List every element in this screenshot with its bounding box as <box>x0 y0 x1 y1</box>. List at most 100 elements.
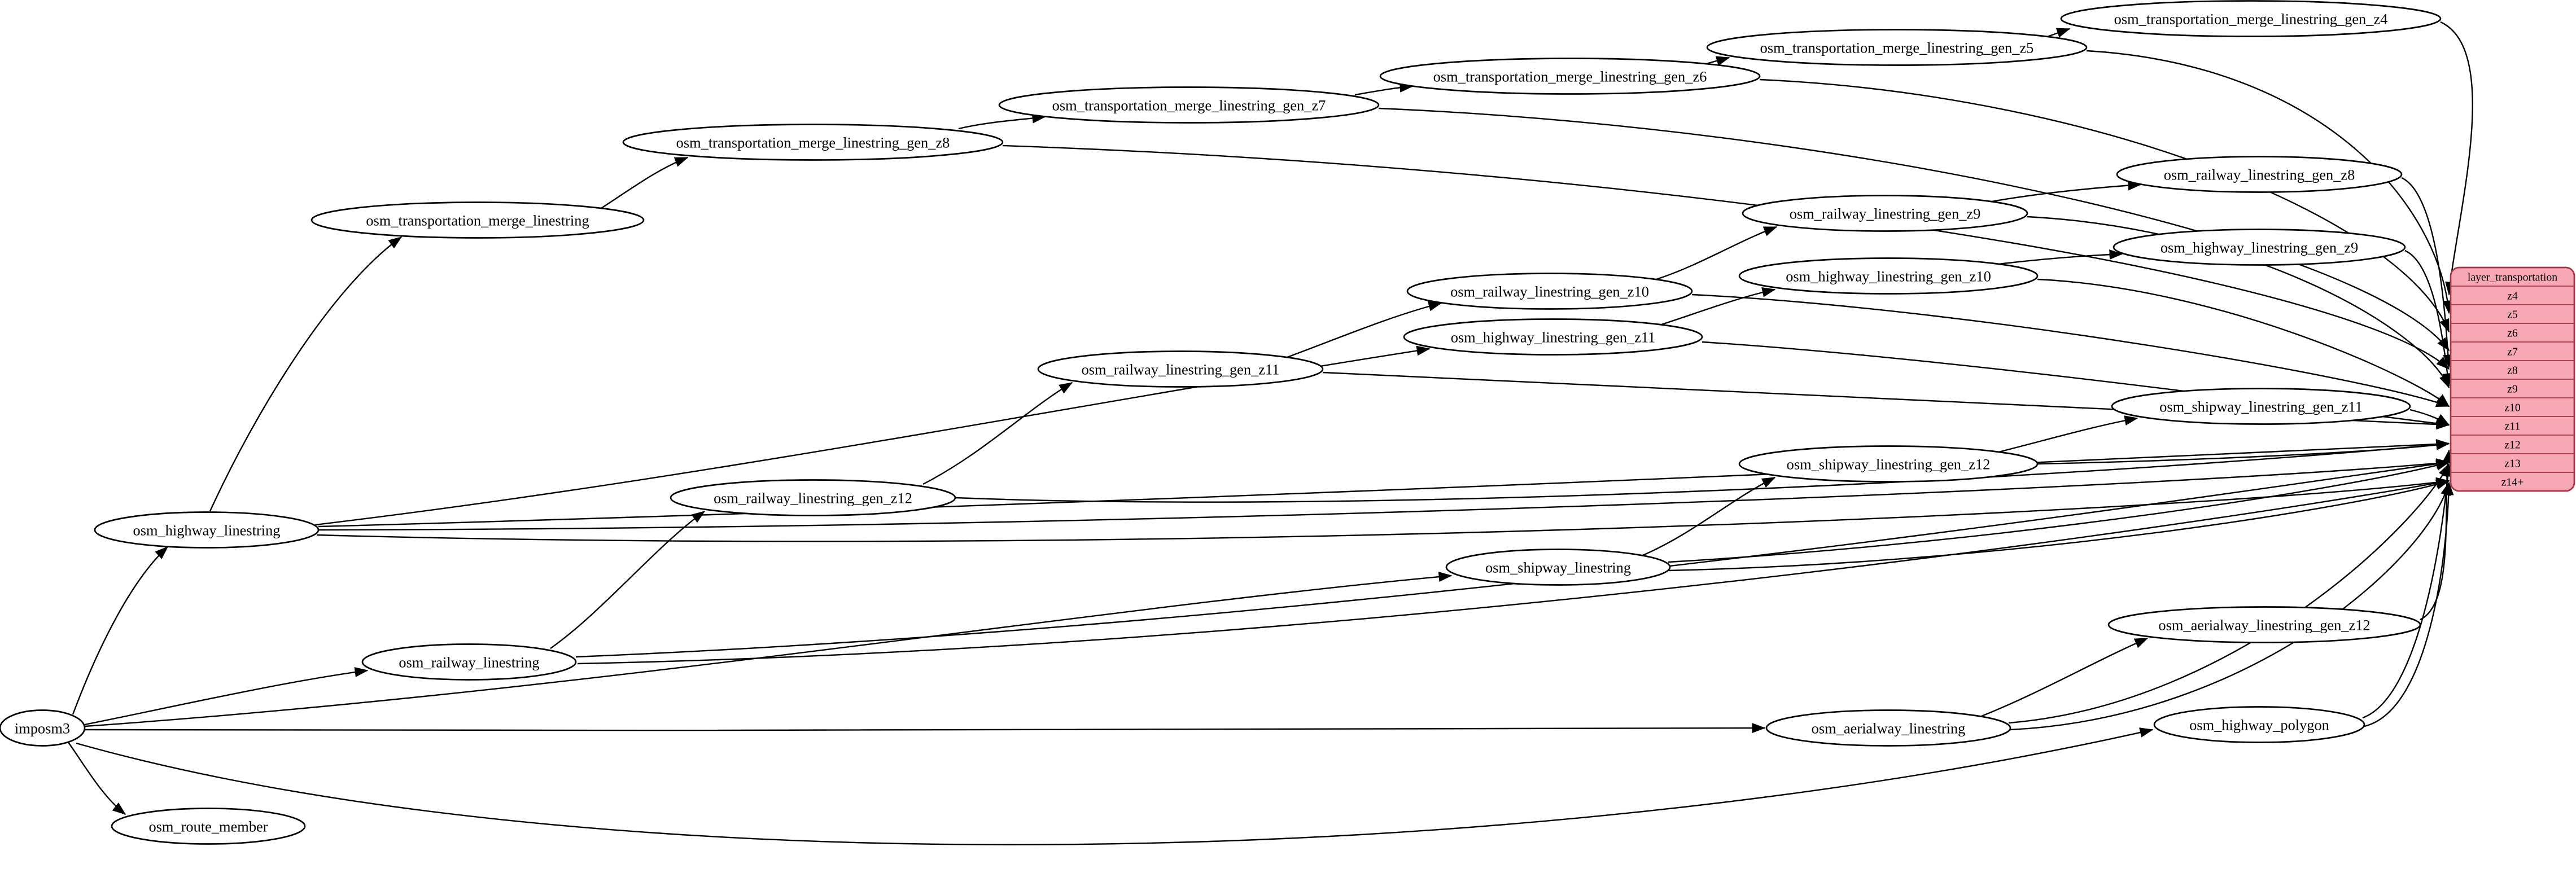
node-label: osm_transportation_merge_linestring_gen_… <box>1760 39 2034 56</box>
edge-gen_z7--layer-z7 <box>1378 107 2450 352</box>
node-label: osm_railway_linestring_gen_z12 <box>714 489 912 506</box>
node-label: osm_transportation_merge_linestring_gen_… <box>2114 10 2388 27</box>
node-osm_shipway_linestring: osm_shipway_linestring <box>1445 549 1671 586</box>
node-ellipse <box>1379 58 1761 95</box>
node-ellipse <box>1738 257 2039 295</box>
edge-osm_highway_linestring_gen_z10--osm_highway_linestring_gen_z9 <box>1998 249 2123 265</box>
edge-imposm3--osm_highway_linestring <box>72 546 169 715</box>
node-osm_route_member: osm_route_member <box>111 808 306 845</box>
layer-row-z9: z9 <box>2507 383 2518 395</box>
edge-osm_transportation_merge_linestring--gen_z8 <box>601 156 689 209</box>
node-ellipse <box>2060 0 2442 37</box>
node-ellipse <box>1037 350 1324 388</box>
edge-osm_railway_linestring--layer-z13 <box>575 459 2450 658</box>
edge-gen_z8--layer-z8 <box>1002 144 2450 370</box>
node-ellipse <box>1738 445 2039 483</box>
node-ellipse <box>1706 29 2088 66</box>
node-label: osm_highway_linestring_gen_z9 <box>2160 239 2358 256</box>
node-label: osm_transportation_merge_linestring <box>366 212 589 229</box>
edge-osm_railway_linestring_gen_z9--osm_railway_linestring_gen_z8 <box>1991 180 2142 203</box>
node-osm_transportation_merge_linestring_gen_z7: osm_transportation_merge_linestring_gen_… <box>998 86 1380 124</box>
edge-osm_aerialway_linestring--osm_aerialway_linestring_gen_z12 <box>1981 637 2149 717</box>
edge-osm_aerialway_linestring--layer-z14 <box>2010 481 2451 731</box>
node-label: osm_highway_linestring_gen_z11 <box>1451 328 1656 345</box>
node-ellipse <box>1406 273 1693 310</box>
node-osm_railway_linestring_gen_z9: osm_railway_linestring_gen_z9 <box>1742 195 2028 232</box>
nodes-group: imposm3 osm_highway_linestring osm_railw… <box>0 0 2442 845</box>
edge-osm_railway_linestring_gen_z10--layer-z10 <box>1691 293 2450 407</box>
edge-gen_z7--gen_z6 <box>1354 82 1414 96</box>
layer-transportation-node: layer_transportation z4 z5 z6 z7 z8 z9 z… <box>2450 266 2575 492</box>
edge-osm_highway_linestring--layer-z13 <box>318 458 2450 531</box>
node-label: osm_transportation_merge_linestring_gen_… <box>1052 97 1326 113</box>
node-ellipse <box>2111 388 2411 425</box>
layer-row-z5: z5 <box>2507 308 2518 321</box>
edge-osm_railway_linestring_gen_z12--osm_railway_linestring_gen_z11 <box>922 381 1073 485</box>
node-ellipse <box>1403 318 1703 356</box>
node-osm_highway_linestring: osm_highway_linestring <box>94 511 320 549</box>
edge-imposm3--osm_route_member <box>67 741 126 815</box>
node-ellipse <box>622 124 1004 161</box>
node-label: osm_shipway_linestring <box>1485 559 1631 576</box>
node-osm_railway_linestring_gen_z8: osm_railway_linestring_gen_z8 <box>2116 156 2403 193</box>
edge-osm_highway_linestring_gen_z10--layer-z10 <box>2037 278 2450 407</box>
edge-osm_railway_linestring_gen_z11--osm_railway_linestring_gen_z10 <box>1287 301 1442 358</box>
edge-osm_railway_linestring_gen_z8--layer-z8 <box>2401 177 2453 369</box>
node-ellipse <box>2107 606 2421 643</box>
node-ellipse <box>998 86 1380 124</box>
edge-osm_highway_linestring--layer-z12 <box>318 439 2450 528</box>
layer-row-z10: z10 <box>2504 401 2521 414</box>
node-label: imposm3 <box>15 720 70 736</box>
layer-row-z11: z11 <box>2505 420 2521 432</box>
node-ellipse <box>1742 195 2028 232</box>
layer-row-z8: z8 <box>2507 364 2518 376</box>
node-label: osm_aerialway_linestring <box>1812 720 1966 736</box>
edge-osm_shipway_linestring--layer-z13 <box>1668 460 2450 563</box>
node-ellipse <box>2116 156 2403 193</box>
edge-osm_railway_linestring_gen_z12--layer-z12 <box>955 440 2450 503</box>
layer-row-z13: z13 <box>2504 457 2521 470</box>
node-label: osm_highway_linestring <box>133 521 281 538</box>
node-osm_highway_linestring_gen_z11: osm_highway_linestring_gen_z11 <box>1403 318 1703 356</box>
edge-osm_shipway_linestring_gen_z12--osm_shipway_linestring_gen_z11 <box>1998 415 2138 453</box>
node-osm_shipway_linestring_gen_z12: osm_shipway_linestring_gen_z12 <box>1738 445 2039 483</box>
node-label: osm_route_member <box>148 818 268 835</box>
node-ellipse <box>94 511 320 549</box>
node-osm_highway_polygon: osm_highway_polygon <box>2153 706 2365 743</box>
edge-osm_shipway_linestring_gen_z11--layer-z11 <box>2409 409 2450 426</box>
node-osm_transportation_merge_linestring_gen_z8: osm_transportation_merge_linestring_gen_… <box>622 124 1004 161</box>
layer-row-z12: z12 <box>2504 438 2521 451</box>
node-ellipse <box>1445 549 1671 586</box>
node-label: osm_railway_linestring_gen_z10 <box>1450 283 1649 300</box>
edge-osm_railway_linestring--osm_railway_linestring_gen_z12 <box>550 511 706 649</box>
edge-osm_railway_linestring_gen_z9--layer-z9 <box>2027 216 2450 389</box>
edge-gen_z4--layer-z4 <box>2440 21 2473 296</box>
edge-imposm3--osm_highway_polygon <box>76 727 2154 845</box>
node-ellipse <box>0 709 86 747</box>
node-ellipse <box>2113 229 2406 266</box>
node-ellipse <box>1765 709 2011 747</box>
node-label: osm_aerialway_linestring_gen_z12 <box>2158 616 2370 633</box>
edges-group <box>67 21 2473 845</box>
node-ellipse <box>310 201 645 239</box>
layer-row-z14: z14+ <box>2501 476 2524 488</box>
node-osm_transportation_merge_linestring_gen_z5: osm_transportation_merge_linestring_gen_… <box>1706 29 2088 66</box>
node-osm_railway_linestring_gen_z12: osm_railway_linestring_gen_z12 <box>670 479 956 516</box>
node-osm_highway_linestring_gen_z10: osm_highway_linestring_gen_z10 <box>1738 257 2039 295</box>
node-label: osm_transportation_merge_linestring_gen_… <box>676 134 950 151</box>
node-osm_aerialway_linestring_gen_z12: osm_aerialway_linestring_gen_z12 <box>2107 606 2421 643</box>
node-osm_transportation_merge_linestring_gen_z6: osm_transportation_merge_linestring_gen_… <box>1379 58 1761 95</box>
node-label: osm_railway_linestring_gen_z8 <box>2164 166 2355 183</box>
layer-row-z7: z7 <box>2507 345 2518 358</box>
node-osm_railway_linestring: osm_railway_linestring <box>361 643 577 681</box>
node-osm_railway_linestring_gen_z10: osm_railway_linestring_gen_z10 <box>1406 273 1693 310</box>
node-label: osm_railway_linestring <box>399 653 539 670</box>
edge-gen_z5--layer-z5 <box>2086 50 2453 314</box>
node-label: osm_highway_polygon <box>2189 716 2329 733</box>
edge-osm_railway_linestring--layer-z14 <box>577 478 2450 665</box>
node-label: osm_highway_linestring_gen_z10 <box>1786 267 1991 284</box>
edge-osm_highway_polygon--layer-z14 <box>2364 481 2454 727</box>
node-osm_transportation_merge_linestring: osm_transportation_merge_linestring <box>310 201 645 239</box>
node-ellipse <box>361 643 577 681</box>
